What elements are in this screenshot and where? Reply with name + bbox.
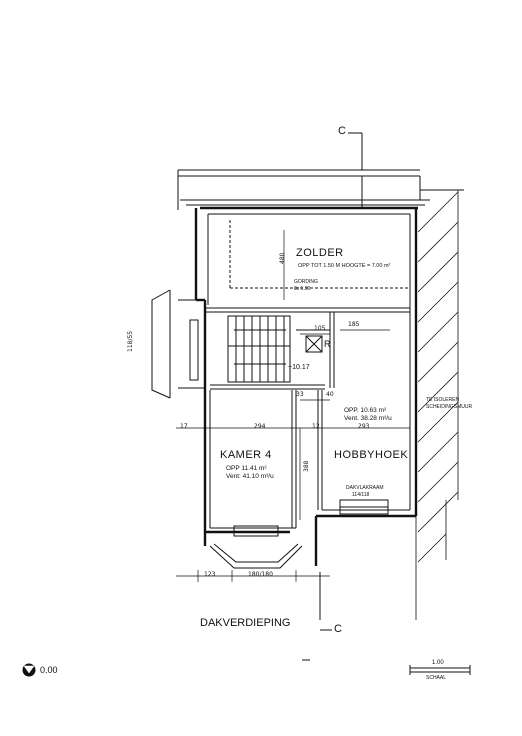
hobbyhoek-vent: Vent. 38.28 m³/u	[344, 415, 392, 422]
zolder-note: OPP TOT 1.50 M HOOGTE = 7.00 m²	[298, 263, 391, 269]
scale-bar	[409, 665, 471, 675]
zolder-height-line	[229, 220, 408, 289]
dimension-lines	[176, 230, 410, 582]
roof-window-label: DAKVLAKRAAM	[346, 485, 384, 491]
kamer4-name: KAMER 4	[220, 449, 272, 461]
dim-12: 12	[312, 423, 320, 430]
dim-17: 17	[180, 423, 188, 430]
level-symbol	[22, 663, 36, 677]
level-mark: +10.17	[288, 364, 310, 371]
dim-388: 388	[303, 460, 310, 472]
kamer4-area: OPP 11.41 m²	[226, 465, 267, 472]
roof-hatching	[415, 190, 459, 620]
dim-294: 294	[254, 423, 266, 430]
section-marker-bottom: C	[334, 623, 342, 635]
section-line	[319, 132, 363, 631]
dim-40: 40	[326, 391, 334, 398]
roof-window	[339, 499, 389, 515]
inner-walls	[206, 213, 411, 529]
zolder-gording-size: 8x 1.90	[294, 286, 311, 292]
note-insulate-line1: TE ISOLEREN	[426, 397, 460, 403]
zolder-gording: GORDING	[294, 279, 318, 285]
hobbyhoek-area: OPP. 10.63 m²	[344, 407, 387, 414]
dim-293: 293	[358, 423, 370, 430]
level-value: 0.00	[40, 665, 58, 675]
stair-label: R	[324, 339, 331, 349]
dim-180: 180/180	[248, 571, 273, 578]
drawing-title: DAKVERDIEPING	[200, 617, 291, 629]
staircase	[227, 315, 291, 383]
dim-105: 105	[314, 325, 326, 332]
roof-eave	[177, 169, 464, 210]
roof-window-size: 114/118	[352, 492, 370, 498]
scale-label: SCHAAL	[426, 675, 447, 681]
bay-window	[209, 525, 303, 569]
kamer4-vent: Vent: 41.10 m³/u	[226, 473, 274, 480]
dim-side: 118/55	[127, 330, 134, 352]
void-cross	[305, 335, 323, 353]
dim-33: 33	[296, 391, 304, 398]
zolder-name: ZOLDER	[296, 247, 344, 259]
left-dormer	[151, 289, 205, 399]
scale-value: 1.00	[432, 660, 444, 666]
outer-walls	[194, 206, 418, 566]
dim-123: 123	[204, 571, 216, 578]
dim-185: 185	[348, 321, 360, 328]
section-marker-top: C	[338, 125, 346, 137]
hobbyhoek-name: HOBBYHOEK	[334, 449, 409, 461]
dim-480: 480	[279, 252, 286, 264]
note-insulate-line2: SCHEIDINGSMUUR	[426, 404, 473, 410]
